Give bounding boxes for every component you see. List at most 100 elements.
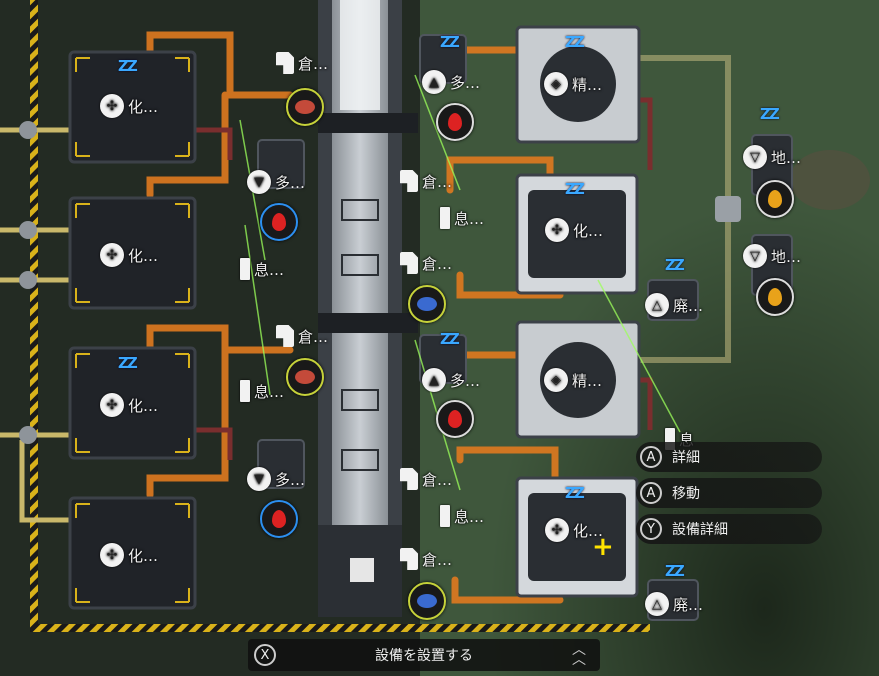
- chem-icon: ✣: [545, 218, 569, 242]
- rest-tower-icon: [665, 428, 675, 450]
- building-label-storage[interactable]: 倉…: [276, 52, 328, 74]
- building-label-refine[interactable]: ◈精…: [544, 368, 602, 392]
- dirt-patch: [790, 150, 870, 210]
- sleep-indicator: ZZ: [760, 105, 780, 123]
- storage-flag-icon: [276, 52, 294, 74]
- building-label-chem[interactable]: ✣化…: [100, 543, 158, 567]
- right-machine-inner: [528, 46, 626, 581]
- building-label-storage[interactable]: 倉…: [276, 325, 328, 347]
- rest-tower-icon: [240, 258, 250, 280]
- building-label-storage[interactable]: 倉…: [400, 548, 452, 570]
- item-oil-drop-icon: [756, 278, 794, 316]
- refine-icon: ◈: [544, 72, 568, 96]
- item-red-flask-icon: [260, 500, 298, 538]
- chem-machine-trim: [75, 57, 190, 603]
- multi-icon: ▼: [247, 467, 271, 491]
- item-red-flask-icon: [260, 203, 298, 241]
- storage-flag-icon: [400, 170, 418, 192]
- multi-icon: ▲: [422, 368, 446, 392]
- waste-icon: △: [645, 293, 669, 317]
- building-label-rest[interactable]: 息…: [440, 207, 484, 229]
- sleep-indicator: ZZ: [118, 354, 138, 372]
- building-label-chem[interactable]: ✣化…: [545, 218, 603, 242]
- conveyor-crossbars: [341, 199, 379, 471]
- storage-flag-icon: [400, 468, 418, 490]
- building-label-rest[interactable]: 息…: [440, 505, 484, 527]
- chem-icon: ✣: [100, 243, 124, 267]
- item-ore-blue-icon: [408, 285, 446, 323]
- button-y-icon: Y: [640, 518, 662, 540]
- sleep-indicator: ZZ: [118, 57, 138, 75]
- building-label-multi[interactable]: ▼多…: [247, 467, 305, 491]
- building-label-rest[interactable]: 息…: [240, 380, 284, 402]
- building-label-chem[interactable]: ✣化…: [100, 393, 158, 417]
- item-ore-red-icon: [286, 358, 324, 396]
- rest-tower-icon: [440, 207, 450, 229]
- chem-machine-frames: [68, 50, 197, 610]
- sleep-indicator: ZZ: [665, 256, 685, 274]
- multi-icon: ▲: [422, 70, 446, 94]
- waste-icon: △: [645, 592, 669, 616]
- ground-extractor-icon: ▽: [743, 244, 767, 268]
- rest-tower-icon: [440, 505, 450, 527]
- storage-flag-icon: [400, 548, 418, 570]
- building-label-waste[interactable]: △廃…: [645, 592, 703, 616]
- multi-icon: ▼: [247, 170, 271, 194]
- pipe-valves: [19, 121, 37, 444]
- sleep-indicator: ZZ: [565, 180, 585, 198]
- pipe-bus-left-5: [19, 440, 70, 523]
- building-label-ground[interactable]: ▽地…: [743, 145, 801, 169]
- storage-flag-icon: [276, 325, 294, 347]
- building-label-storage[interactable]: 倉…: [400, 468, 452, 490]
- rest-tower-icon: [240, 380, 250, 402]
- item-red-flask-icon: [436, 103, 474, 141]
- hazard-border-left: [30, 0, 38, 630]
- conveyor-junction-top: [318, 113, 418, 133]
- bottom-action-bar[interactable]: X 設備を設置する ︿︿: [248, 639, 600, 671]
- double-chevron-up-icon[interactable]: ︿︿: [572, 642, 586, 668]
- building-label-rest[interactable]: 息…: [240, 258, 284, 280]
- orange-pipes: [146, 31, 564, 604]
- chem-icon: ✣: [100, 393, 124, 417]
- place-facility-label: 設備を設置する: [375, 648, 473, 664]
- item-ore-red-icon: [286, 88, 324, 126]
- sleep-indicator: ZZ: [565, 484, 585, 502]
- item-ore-blue-icon: [408, 582, 446, 620]
- chem-icon: ✣: [100, 543, 124, 567]
- item-red-flask-icon: [436, 400, 474, 438]
- conveyor-glow: [340, 0, 380, 110]
- sleep-indicator: ZZ: [440, 33, 460, 51]
- refine-icon: ◈: [544, 368, 568, 392]
- depot-core: [350, 558, 374, 582]
- build-cursor: +: [592, 532, 614, 562]
- item-oil-drop-icon: [756, 180, 794, 218]
- sleep-indicator: ZZ: [565, 33, 585, 51]
- storage-flag-icon: [400, 252, 418, 274]
- building-label-chem[interactable]: ✣化…: [545, 518, 603, 542]
- building-label-chem[interactable]: ✣化…: [100, 94, 158, 118]
- building-label-waste[interactable]: △廃…: [645, 293, 703, 317]
- building-label-ground[interactable]: ▽地…: [743, 244, 801, 268]
- button-a-icon: A: [640, 446, 662, 468]
- sleep-indicator: ZZ: [665, 562, 685, 580]
- hazard-border-bottom: [30, 624, 650, 632]
- sleep-indicator: ZZ: [440, 330, 460, 348]
- building-label-chem[interactable]: ✣化…: [100, 243, 158, 267]
- button-a-icon: A: [640, 482, 662, 504]
- building-label-refine[interactable]: ◈精…: [544, 72, 602, 96]
- ground-extractor-icon: ▽: [743, 145, 767, 169]
- building-label-storage[interactable]: 倉…: [400, 170, 452, 192]
- button-x-icon: X: [254, 644, 276, 666]
- building-label-storage[interactable]: 倉…: [400, 252, 452, 274]
- building-label-multi[interactable]: ▲多…: [422, 368, 480, 392]
- conveyor-junction-mid: [318, 313, 418, 333]
- chem-icon: ✣: [545, 518, 569, 542]
- pipe-junction-right: [715, 196, 741, 222]
- chem-icon: ✣: [100, 94, 124, 118]
- building-label-multi[interactable]: ▼多…: [247, 170, 305, 194]
- building-label-multi[interactable]: ▲多…: [422, 70, 480, 94]
